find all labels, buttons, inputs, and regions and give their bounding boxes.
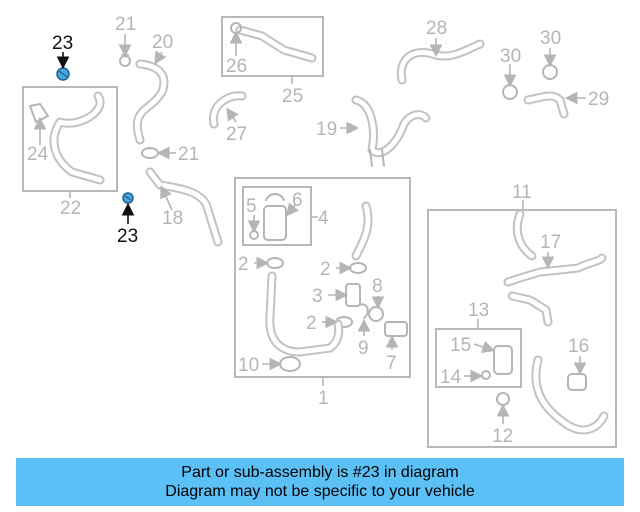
callout-4[interactable]: 4 <box>318 208 329 229</box>
callout-23-bottom[interactable]: 23 <box>117 226 138 247</box>
callout-1[interactable]: 1 <box>318 388 329 409</box>
part-8-seal[interactable] <box>368 306 384 322</box>
part-28-hose[interactable] <box>396 39 485 85</box>
callout-29[interactable]: 29 <box>588 89 609 110</box>
callout-21-mid[interactable]: 21 <box>178 144 199 165</box>
callout-22[interactable]: 22 <box>60 198 81 219</box>
part-1-pipe[interactable] <box>265 271 344 357</box>
part-2-clamp-a[interactable] <box>266 257 284 269</box>
callout-14[interactable]: 14 <box>440 367 462 388</box>
callout-2-c[interactable]: 2 <box>306 313 317 334</box>
part-18-pipe[interactable] <box>145 167 223 247</box>
callout-23-top[interactable]: 23 <box>52 33 73 54</box>
part-10-cap[interactable] <box>279 356 301 372</box>
part-5-clamp[interactable] <box>249 230 259 240</box>
part-9-clip[interactable] <box>357 303 369 319</box>
callout-15[interactable]: 15 <box>450 335 471 356</box>
part-14-seal[interactable] <box>481 370 491 380</box>
info-banner: Part or sub-assembly is #23 in diagram D… <box>16 458 624 506</box>
part-23-clip-top[interactable] <box>56 67 70 81</box>
part-30-clamp-right[interactable] <box>542 64 558 80</box>
part-21-clamp-mid[interactable] <box>141 147 159 159</box>
part-12-clamp[interactable] <box>496 392 510 406</box>
callout-5[interactable]: 5 <box>246 196 257 217</box>
part-24-hose[interactable] <box>29 91 105 185</box>
part-6-connector[interactable] <box>263 193 287 241</box>
callout-6[interactable]: 6 <box>292 190 303 211</box>
callout-25[interactable]: 25 <box>282 86 303 107</box>
part-4-hose[interactable] <box>351 201 373 261</box>
banner-line-1: Part or sub-assembly is #23 in diagram <box>181 464 459 481</box>
callout-2-a[interactable]: 2 <box>238 254 249 275</box>
callout-9[interactable]: 9 <box>358 338 369 359</box>
callout-21-top[interactable]: 21 <box>115 14 136 35</box>
callout-16[interactable]: 16 <box>568 336 589 357</box>
callout-30-left[interactable]: 30 <box>500 46 521 67</box>
part-19-hose[interactable] <box>351 95 431 167</box>
part-29-elbow[interactable] <box>523 91 569 119</box>
part-16-cap[interactable] <box>567 373 587 391</box>
part-2-clamp-b[interactable] <box>349 262 367 274</box>
callout-3[interactable]: 3 <box>312 286 323 307</box>
callout-17[interactable]: 17 <box>540 232 561 253</box>
callout-30-right[interactable]: 30 <box>540 28 561 49</box>
callout-13[interactable]: 13 <box>468 300 489 321</box>
callout-24[interactable]: 24 <box>27 144 49 165</box>
part-15-connector[interactable] <box>493 345 513 375</box>
callout-11[interactable]: 11 <box>512 182 532 203</box>
callout-27[interactable]: 27 <box>226 124 247 145</box>
part-30-clamp[interactable] <box>502 84 518 100</box>
part-20-hose[interactable] <box>132 59 169 145</box>
part-27-hose[interactable] <box>209 91 247 129</box>
callout-10[interactable]: 10 <box>238 355 259 376</box>
part-23-clip-bottom[interactable] <box>122 192 134 204</box>
callout-12[interactable]: 12 <box>492 426 513 447</box>
callout-26[interactable]: 26 <box>226 56 247 77</box>
callout-28[interactable]: 28 <box>426 18 447 39</box>
callout-20[interactable]: 20 <box>152 32 173 53</box>
callout-8[interactable]: 8 <box>372 276 383 297</box>
group-box-4-inner <box>242 186 312 246</box>
callout-7[interactable]: 7 <box>386 353 397 374</box>
part-21-clamp-top[interactable] <box>119 54 131 67</box>
part-7-sensor[interactable] <box>384 321 408 337</box>
part-11-lower-hose[interactable] <box>531 355 609 435</box>
callout-2-b[interactable]: 2 <box>320 259 331 280</box>
group-box-25 <box>221 16 324 77</box>
callout-18[interactable]: 18 <box>162 208 183 229</box>
banner-line-2: Diagram may not be specific to your vehi… <box>165 483 475 500</box>
part-3-fitting[interactable] <box>345 283 361 307</box>
callout-19[interactable]: 19 <box>316 119 337 140</box>
part-11-hose[interactable] <box>512 209 537 261</box>
part-26-pipe[interactable] <box>230 22 317 63</box>
part-17-tee[interactable] <box>503 253 607 327</box>
